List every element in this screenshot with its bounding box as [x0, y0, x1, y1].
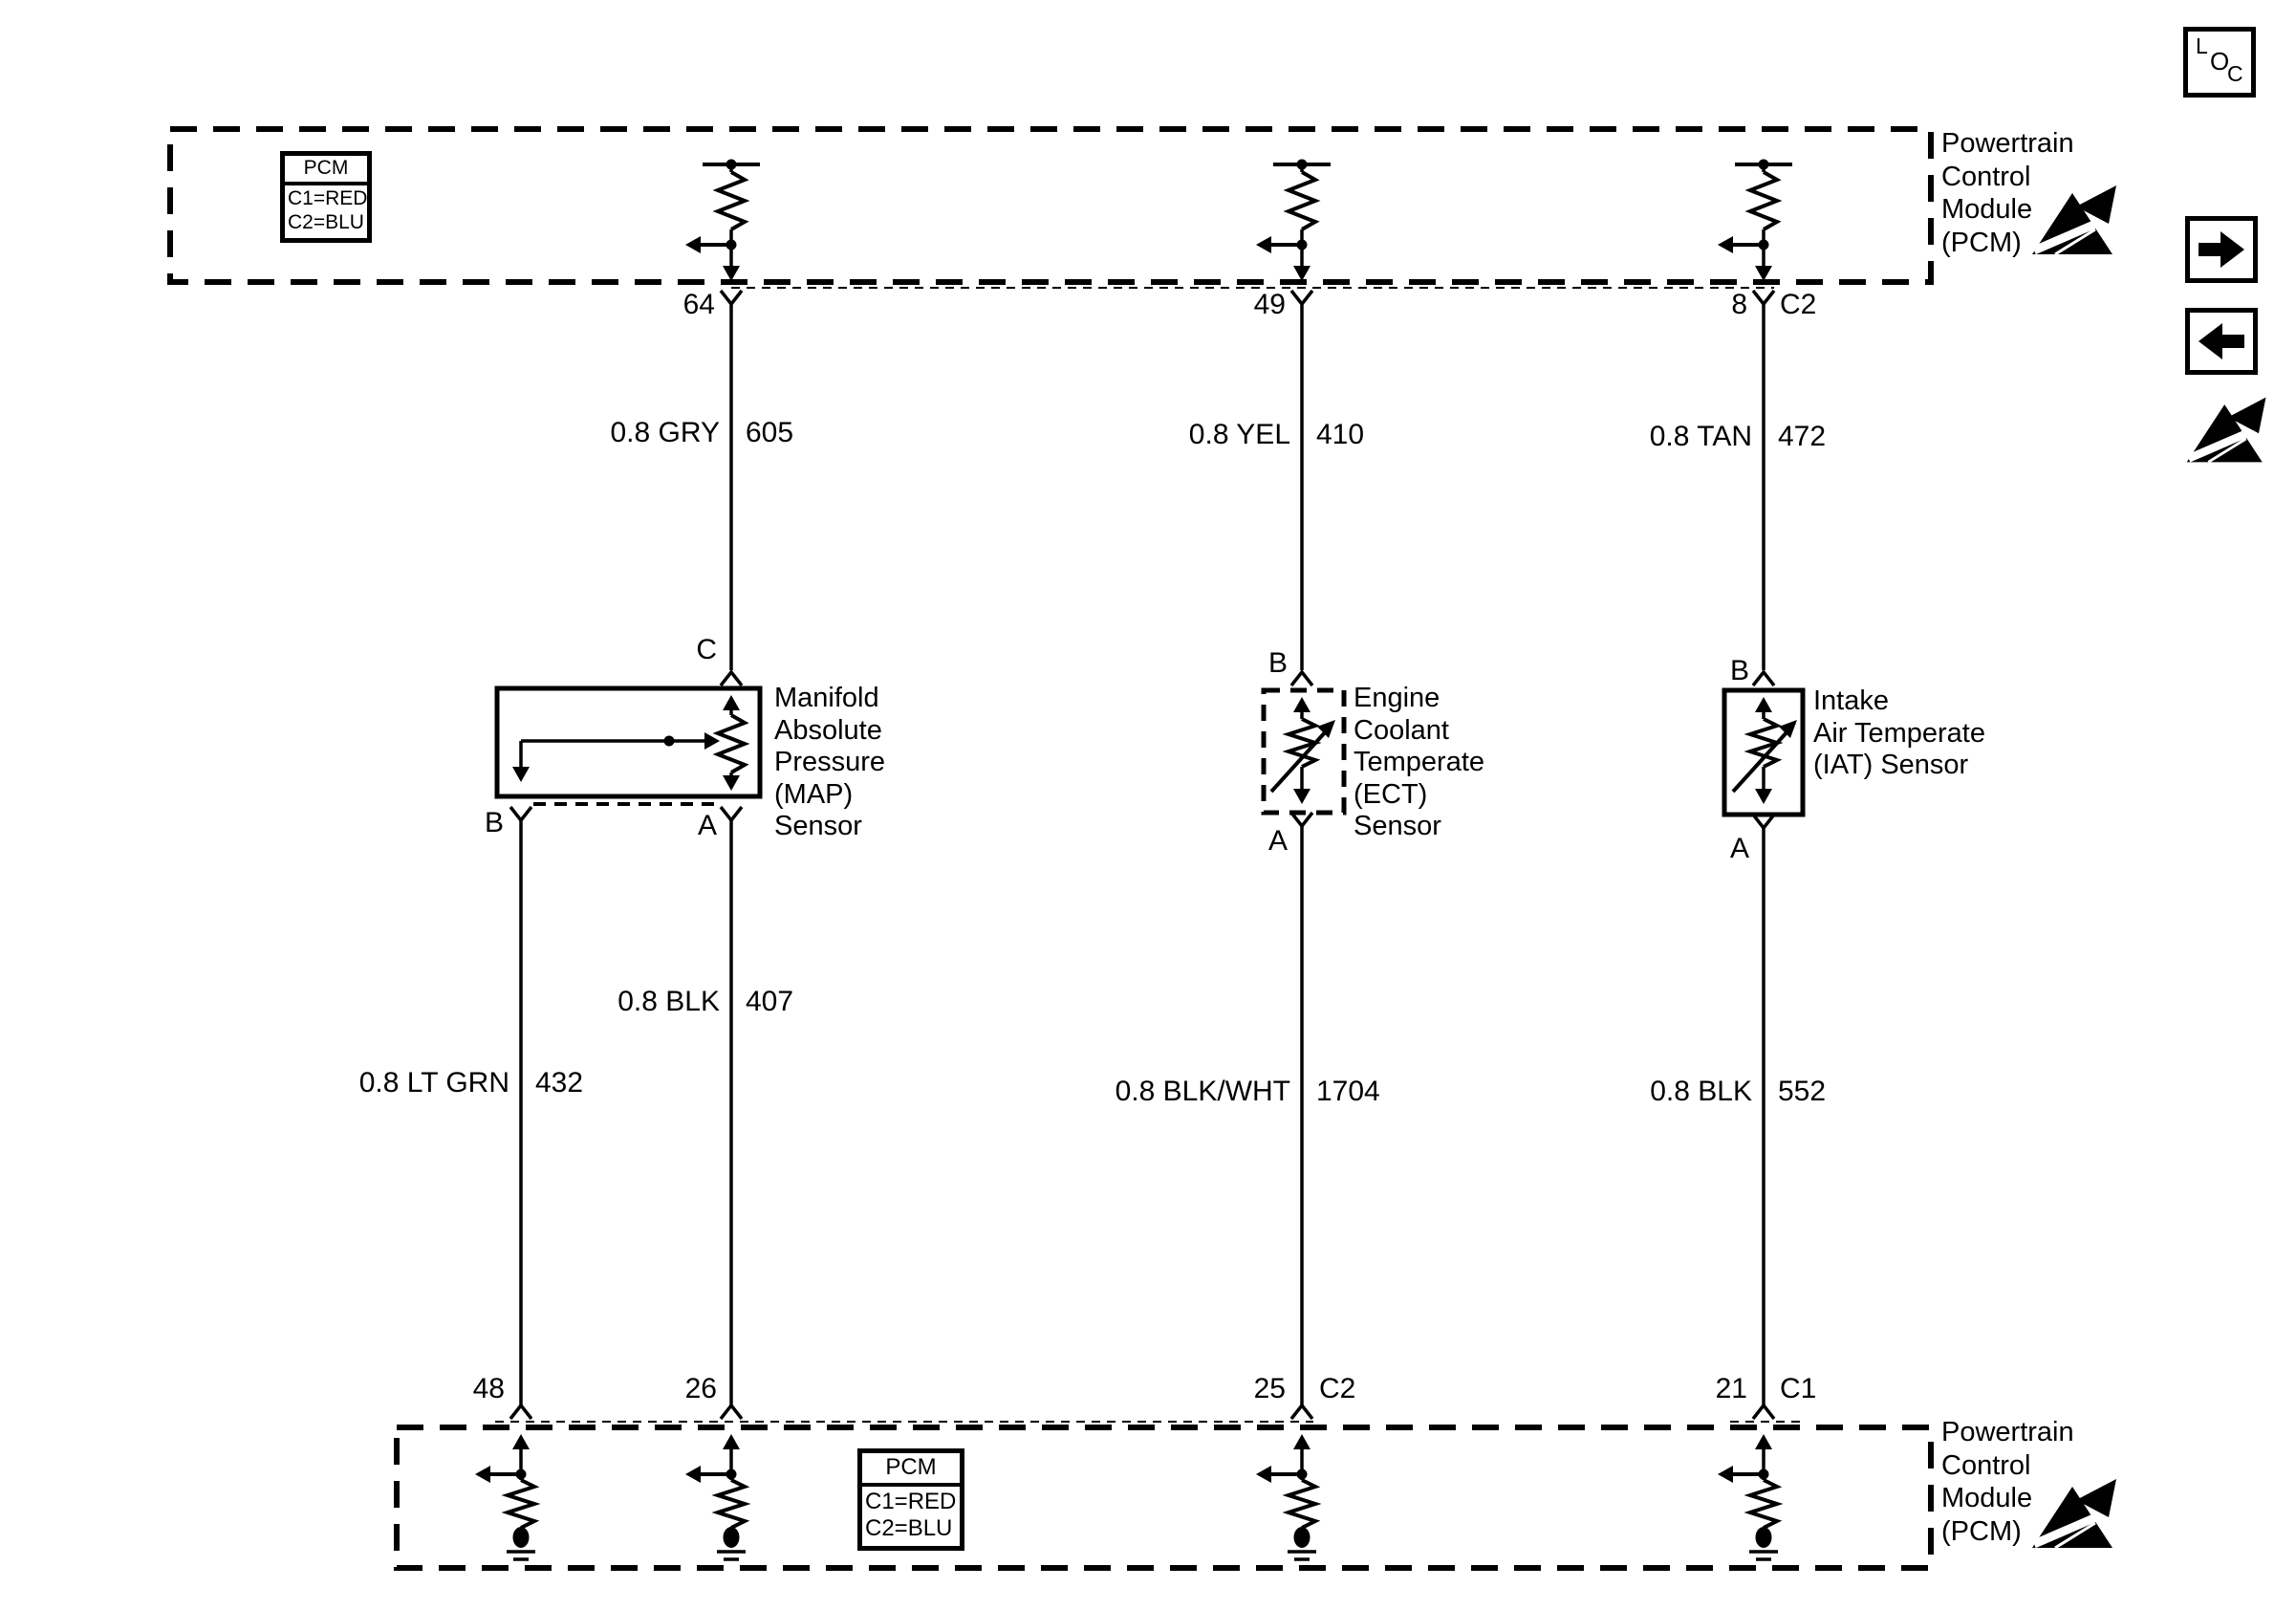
sensor-label-line: Coolant [1354, 714, 1449, 746]
wire-circuit-472: 472 [1778, 421, 1827, 452]
pcm-c2-legend: C2=BLU [865, 1515, 953, 1542]
arrow-left-icon [2199, 323, 2244, 359]
previous-page-button[interactable] [2185, 308, 2258, 375]
wire-circuit-605: 605 [746, 417, 794, 448]
iat-sensor-box [1722, 687, 1806, 817]
iat-sensor-symbol [1722, 687, 1806, 817]
pcm-tag-title: PCM [862, 1453, 960, 1487]
esd-icon [2187, 398, 2266, 463]
sensor-label-line: (MAP) [774, 778, 854, 810]
sensor-label-line: Absolute [774, 714, 882, 746]
loc-letter-o: O [2210, 47, 2230, 76]
pcm-connector-legend-top: PCM C1=RED C2=BLU [280, 151, 372, 243]
connector-label-c1-bottom: C1 [1780, 1373, 1817, 1404]
loc-letter-c: C [2227, 61, 2243, 86]
connector-label-c2-bottom: C2 [1319, 1373, 1356, 1404]
wire-color-blk-552: 0.8 BLK [1650, 1076, 1752, 1107]
wire-yel-410 [1289, 304, 1314, 687]
pin-label-25: 25 [1253, 1373, 1286, 1404]
pin-label-48: 48 [472, 1373, 505, 1404]
wire-circuit-552: 552 [1778, 1076, 1827, 1107]
pcm-bottom-name: Powertrain Control Module (PCM) [1941, 1416, 2074, 1548]
map-pin-c: C [696, 634, 717, 665]
sensor-label-line: Sensor [1354, 811, 1441, 841]
arrow-right-icon [2199, 231, 2244, 268]
pcm-name-line: (PCM) [1941, 1515, 2022, 1547]
wire-blk-wht-1704 [1289, 811, 1314, 1405]
pcm-name-line: Module [1941, 194, 2033, 225]
wire-circuit-432: 432 [535, 1067, 584, 1099]
wire-circuit-407: 407 [746, 986, 794, 1017]
wire-color-yel: 0.8 YEL [1188, 419, 1290, 450]
wire-gry-605 [719, 304, 744, 687]
pcm-bottom-dashed-box [394, 1425, 1934, 1571]
wire-blk-552 [1751, 813, 1776, 1405]
wire-color-gry: 0.8 GRY [610, 417, 720, 448]
wire-circuit-1704: 1704 [1316, 1076, 1380, 1107]
sensor-label-line: Sensor [774, 811, 862, 841]
wire-blk-407 [719, 805, 744, 1405]
wire-tan-472 [1751, 304, 1776, 687]
pcm-name-line: Powertrain [1941, 128, 2074, 159]
sensor-label-line: Engine [1354, 683, 1440, 713]
pcm-connector-legend-bottom: PCM C1=RED C2=BLU [857, 1448, 964, 1551]
sensor-label-line: (IAT) Sensor [1813, 750, 1969, 780]
wire-color-blk-407: 0.8 BLK [617, 986, 720, 1017]
pcm-c1-legend: C1=RED [865, 1489, 957, 1514]
ect-sensor-box [1261, 687, 1347, 816]
ect-sensor-label: Engine Coolant Temperate (ECT) Sensor [1354, 683, 1484, 843]
pin-label-49: 49 [1253, 289, 1286, 320]
pcm-c2-legend: C2=BLU [288, 210, 364, 233]
pcm-c1-legend: C1=RED [288, 187, 368, 209]
wire-color-tan: 0.8 TAN [1649, 421, 1752, 452]
sensor-label-line: Manifold [774, 683, 879, 713]
pcm-top-dashed-box [167, 126, 1934, 285]
wire-lt-grn-432 [509, 805, 533, 1405]
sensor-label-line: Pressure [774, 747, 886, 777]
pin-label-8: 8 [1731, 289, 1747, 320]
sensor-label-line: (ECT) [1354, 778, 1428, 810]
connector-label-c2-top: C2 [1780, 289, 1817, 320]
wire-color-lt-grn: 0.8 LT GRN [358, 1067, 509, 1099]
map-sensor-box [494, 685, 763, 799]
sensor-label-line: Intake [1813, 685, 1889, 716]
ect-sensor-symbol [1261, 687, 1347, 816]
ect-pin-a: A [1267, 825, 1288, 857]
pcm-name-line: Control [1941, 1449, 2031, 1481]
next-page-button[interactable] [2185, 216, 2258, 283]
pin-label-21: 21 [1715, 1373, 1747, 1404]
wire-color-blk-wht: 0.8 BLK/WHT [1115, 1076, 1290, 1107]
loc-button[interactable]: L O C [2183, 27, 2256, 98]
ect-pin-b: B [1267, 647, 1288, 679]
pcm-tag-title: PCM [285, 156, 367, 185]
pcm-top-name: Powertrain Control Module (PCM) [1941, 127, 2074, 259]
iat-sensor-label: Intake Air Temperate (IAT) Sensor [1813, 685, 1985, 782]
pcm-name-line: Control [1941, 161, 2031, 192]
pcm-name-line: Module [1941, 1483, 2033, 1513]
sensor-label-line: Temperate [1354, 747, 1485, 777]
pcm-name-line: Powertrain [1941, 1417, 2074, 1447]
pcm-name-line: (PCM) [1941, 227, 2022, 258]
sensor-label-line: Air Temperate [1813, 717, 1985, 749]
wire-circuit-410: 410 [1316, 419, 1365, 450]
loc-letter-l: L [2196, 33, 2208, 58]
pin-label-64: 64 [682, 289, 715, 320]
iat-pin-a: A [1729, 833, 1749, 864]
iat-pin-b: B [1729, 655, 1749, 686]
map-sensor-symbol [494, 685, 763, 806]
map-pin-a: A [697, 810, 717, 841]
pin-label-26: 26 [684, 1373, 717, 1404]
map-sensor-label: Manifold Absolute Pressure (MAP) Sensor [774, 683, 885, 843]
map-pin-b: B [484, 807, 504, 838]
